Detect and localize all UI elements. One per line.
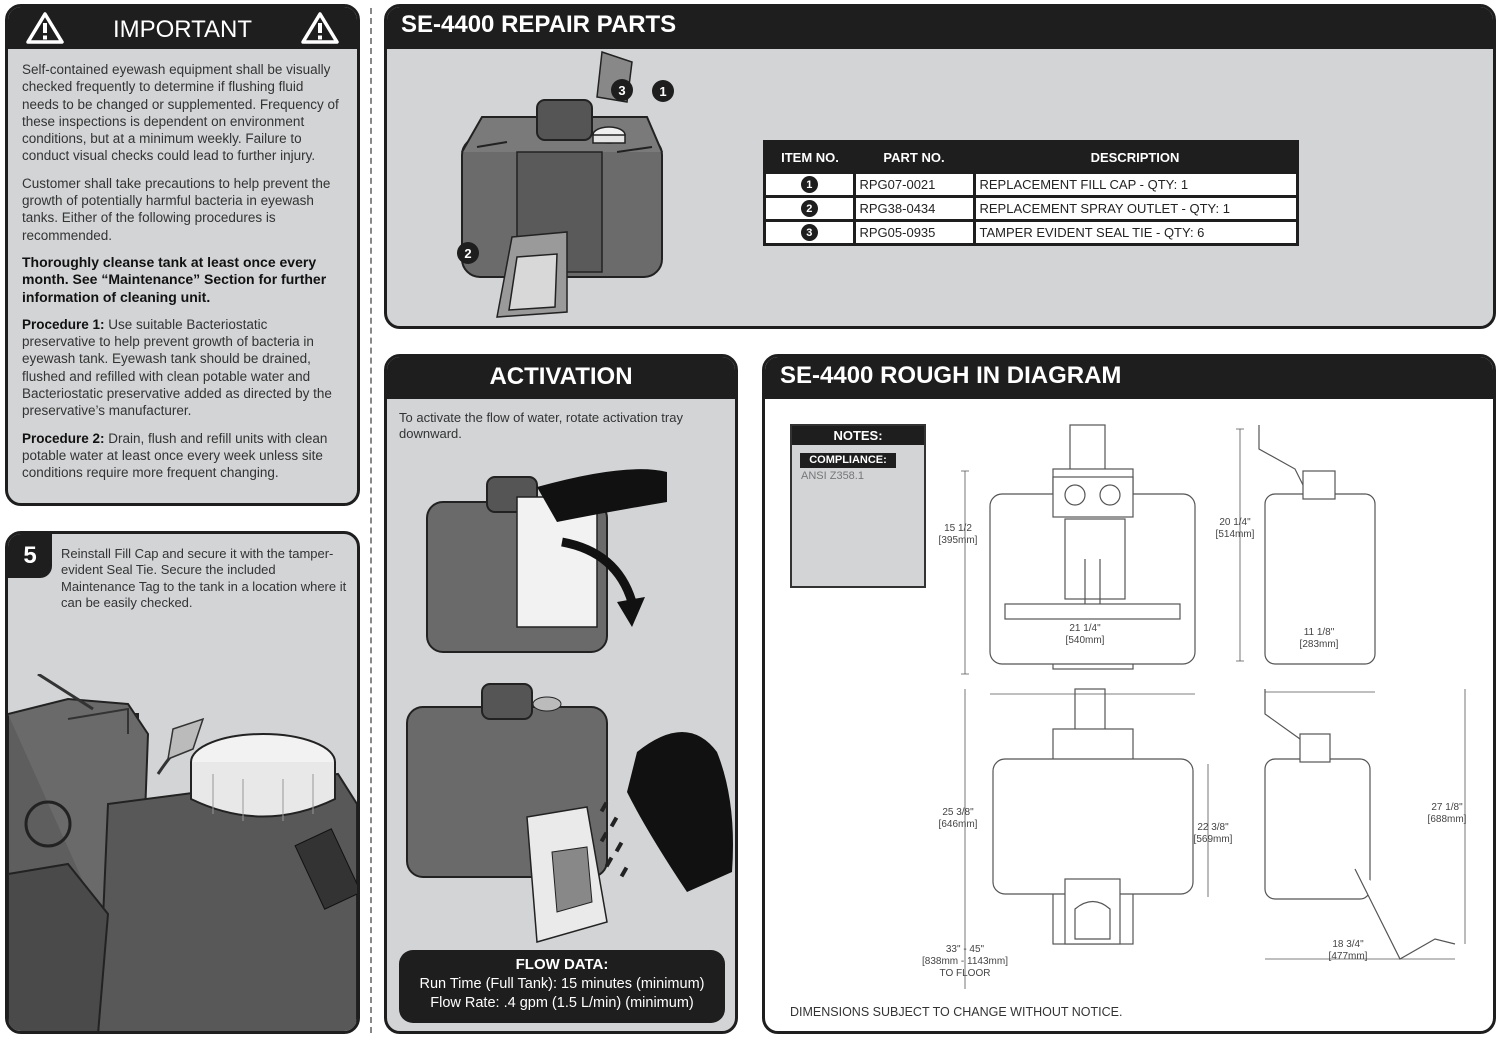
dim-floor-mount: 33" - 45" [838mm - 1143mm] TO FLOOR	[910, 944, 1020, 980]
rough-in-panel: SE-4400 ROUGH IN DIAGRAM NOTES: COMPLIAN…	[762, 354, 1496, 1034]
dim-mm: [688mm]	[1427, 814, 1467, 825]
part-cell: RPG38-0434	[852, 195, 976, 222]
item-cell: 1	[763, 171, 856, 198]
important-title: IMPORTANT	[112, 16, 253, 43]
important-header: IMPORTANT	[8, 7, 357, 49]
dim-height-side: 20 1/4" [514mm]	[1205, 517, 1265, 541]
important-panel: IMPORTANT Self-contained eyewash equipme…	[5, 4, 360, 506]
procedure-2-text: Drain, flush and refill units with clean…	[22, 430, 328, 481]
column-header-description: DESCRIPTION	[974, 141, 1298, 173]
dim-inches: 22 3/8"	[1197, 822, 1229, 833]
dim-height-front: 15 1/2 [395mm]	[928, 523, 988, 547]
step-number-badge: 5	[8, 534, 52, 578]
procedure-1: Procedure 1: Use suitable Bacteriostatic…	[22, 316, 343, 420]
repair-parts-panel: SE-4400 REPAIR PARTS 1 3 2 ITEM NO. PART…	[384, 4, 1496, 329]
dim-mm: [838mm - 1143mm]	[922, 956, 1008, 967]
item-cell: 2	[763, 195, 856, 222]
activation-header: ACTIVATION	[387, 357, 735, 399]
dim-inches: 11 1/8"	[1303, 627, 1335, 638]
dim-total-depth-side: 18 3/4" [477mm]	[1318, 939, 1378, 963]
column-divider	[370, 8, 372, 1033]
step5-text: Reinstall Fill Cap and secure it with th…	[61, 546, 347, 610]
table-header-row: ITEM NO. PART NO. DESCRIPTION	[764, 141, 1298, 173]
item-cell: 3	[763, 219, 856, 246]
eyewash-unit-illustration	[461, 50, 663, 318]
flow-rate: Flow Rate: .4 gpm (1.5 L/min) (minimum)	[430, 995, 694, 1011]
activation-illustration	[406, 469, 733, 943]
activation-panel: ACTIVATION To activate the flow of water…	[384, 354, 738, 1034]
tank-closeup-illustration	[8, 674, 357, 1031]
dim-mm: [646mm]	[938, 819, 978, 830]
column-header-item: ITEM NO.	[764, 141, 854, 173]
important-body: Self-contained eyewash equipment shall b…	[8, 49, 357, 482]
flow-data-box: FLOW DATA: Run Time (Full Tank): 15 minu…	[399, 950, 725, 1023]
item-number: 1	[800, 176, 818, 194]
item-number: 3	[800, 224, 818, 242]
run-time: Run Time (Full Tank): 15 minutes (minimu…	[419, 976, 705, 992]
rough-in-drawing	[961, 424, 1466, 989]
compliance-label: COMPLIANCE:	[800, 453, 896, 468]
important-bold-paragraph: Thoroughly cleanse tank at least once ev…	[22, 253, 327, 305]
important-paragraph: Self-contained eyewash equipment shall b…	[22, 62, 339, 164]
dim-note: TO FLOOR	[939, 968, 991, 979]
dim-mm: [477mm]	[1328, 951, 1368, 962]
table-row: 3 RPG05-0935 TAMPER EVIDENT SEAL TIE - Q…	[763, 219, 1299, 246]
dim-mm: [514mm]	[1215, 529, 1255, 540]
dim-total-height-front: 25 3/8" [646mm]	[928, 807, 988, 831]
important-paragraph: Customer shall take precautions to help …	[22, 175, 331, 243]
description-cell: REPLACEMENT SPRAY OUTLET - QTY: 1	[972, 195, 1299, 222]
repair-parts-table: ITEM NO. PART NO. DESCRIPTION 1 RPG07-00…	[763, 140, 1299, 246]
compliance-value: ANSI Z358.1	[801, 470, 864, 482]
procedure-2: Procedure 2: Drain, flush and refill uni…	[22, 430, 343, 482]
dim-outlet-height: 22 3/8" [569mm]	[1183, 822, 1243, 846]
dim-mm: [395mm]	[938, 535, 978, 546]
description-cell: REPLACEMENT FILL CAP - QTY: 1	[972, 171, 1299, 198]
dim-inches: 21 1/4"	[1069, 623, 1101, 634]
warning-icon	[301, 12, 339, 44]
item-number: 2	[800, 200, 818, 218]
dim-mm: [569mm]	[1193, 834, 1233, 845]
dim-mm: [283mm]	[1299, 639, 1339, 650]
warning-icon	[26, 12, 64, 44]
dim-inches: 27 1/8"	[1431, 802, 1463, 813]
flow-data-title: FLOW DATA:	[515, 956, 609, 973]
dim-depth-side: 11 1/8" [283mm]	[1289, 627, 1349, 651]
notes-box: NOTES: COMPLIANCE: ANSI Z358.1	[790, 424, 926, 588]
step5-panel: 5 Reinstall Fill Cap and secure it with …	[5, 531, 360, 1034]
callout-3: 3	[611, 79, 633, 101]
dim-inches: 33" - 45"	[945, 944, 985, 955]
dim-inches: 15 1/2	[944, 523, 972, 534]
repair-parts-header: SE-4400 REPAIR PARTS	[387, 7, 1493, 49]
rough-in-header: SE-4400 ROUGH IN DIAGRAM	[765, 357, 1493, 399]
description-cell: TAMPER EVIDENT SEAL TIE - QTY: 6	[972, 219, 1299, 246]
table-row: 1 RPG07-0021 REPLACEMENT FILL CAP - QTY:…	[763, 171, 1299, 198]
disclaimer: DIMENSIONS SUBJECT TO CHANGE WITHOUT NOT…	[790, 1005, 1123, 1019]
activation-text: To activate the flow of water, rotate ac…	[399, 410, 683, 441]
dim-total-height-side: 27 1/8" [688mm]	[1417, 802, 1477, 826]
dim-inches: 20 1/4"	[1219, 517, 1251, 528]
notes-title: NOTES:	[792, 426, 924, 445]
callout-2: 2	[457, 242, 479, 264]
procedure-1-label: Procedure 1:	[22, 316, 105, 332]
part-cell: RPG07-0021	[852, 171, 976, 198]
callout-1: 1	[652, 80, 674, 102]
part-cell: RPG05-0935	[852, 219, 976, 246]
dim-inches: 25 3/8"	[942, 807, 974, 818]
procedure-1-text: Use suitable Bacteriostatic preservative…	[22, 316, 332, 419]
dim-width-front: 21 1/4" [540mm]	[1055, 623, 1115, 647]
column-header-part: PART NO.	[854, 141, 974, 173]
procedure-2-label: Procedure 2:	[22, 430, 105, 446]
dim-inches: 18 3/4"	[1332, 939, 1364, 950]
table-row: 2 RPG38-0434 REPLACEMENT SPRAY OUTLET - …	[763, 195, 1299, 222]
dim-mm: [540mm]	[1065, 635, 1105, 646]
